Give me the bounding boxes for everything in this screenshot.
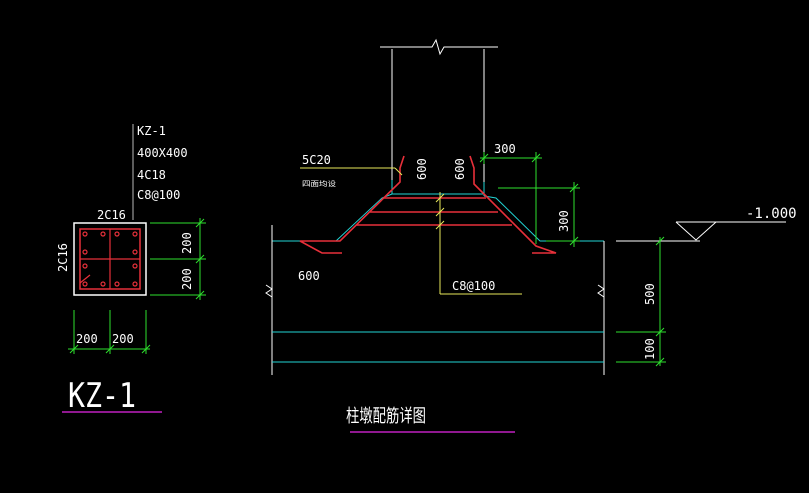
height-label: 300 <box>557 210 571 232</box>
bar-small-note: 四面均设 <box>302 179 336 188</box>
section-dim-v2: 200 <box>180 268 194 290</box>
column-break-line <box>380 38 498 56</box>
anchor-left-label: 600 <box>415 158 429 180</box>
pier-detail: 5C20 四面均设 600 600 600 C8@100 300 <box>265 38 797 433</box>
right-anchor-bar <box>469 155 557 254</box>
depth-base-label: 100 <box>643 338 657 360</box>
depth-main-label: 500 <box>643 283 657 305</box>
rebar-dot <box>82 281 88 287</box>
elevation-triangle <box>675 221 718 241</box>
side-bars-label: 2C16 <box>56 243 70 272</box>
section-dim-h1: 200 <box>76 332 98 346</box>
section-size: 400X400 <box>137 146 188 160</box>
base-right-break <box>597 284 605 298</box>
width-label: 300 <box>494 142 516 156</box>
hook-bottom-label: 600 <box>298 269 320 283</box>
section-vertical-dimension <box>150 218 206 300</box>
bar-label: 5C20 <box>302 153 331 167</box>
elevation-label: -1.000 <box>746 206 797 222</box>
rebar-dot <box>82 231 88 237</box>
column-outline <box>73 222 147 296</box>
section-dim-h2: 200 <box>112 332 134 346</box>
base-left-break <box>265 284 273 298</box>
height-dimension <box>498 182 580 247</box>
pier-left-slope <box>272 193 393 242</box>
rebar-dot <box>82 249 88 255</box>
column-section: KZ-1 400X400 4C18 C8@100 2C16 2C16 <box>56 124 206 416</box>
top-bars-label: 2C16 <box>97 208 126 222</box>
rebar-dot <box>132 281 138 287</box>
rebar-dot <box>114 281 120 287</box>
rebar-dot <box>132 249 138 255</box>
depth-dimension <box>616 236 666 367</box>
pier-rebar <box>299 155 557 254</box>
rebar-dot <box>132 263 138 269</box>
column-bars <box>82 231 138 287</box>
section-title: KZ-1 <box>68 376 136 416</box>
section-main-bars: 4C18 <box>137 168 166 182</box>
bar-label-leader-tick <box>394 167 403 176</box>
section-horizontal-dimension <box>68 310 151 354</box>
section-dim-v1: 200 <box>180 232 194 254</box>
stirrup-label: C8@100 <box>452 279 495 293</box>
width-dimension <box>479 152 542 244</box>
column-stirrup-hook <box>79 274 91 284</box>
rebar-dot <box>132 231 138 237</box>
section-mark: KZ-1 <box>137 124 166 138</box>
stirrup-leader-ticks <box>435 193 445 230</box>
left-anchor-bar <box>299 155 405 254</box>
rebar-dot <box>114 231 120 237</box>
detail-title: 柱墩配筋详图 <box>346 406 426 427</box>
rebar-dot <box>100 281 106 287</box>
anchor-right-label: 600 <box>453 158 467 180</box>
section-stirrups: C8@100 <box>137 188 180 202</box>
rebar-dot <box>100 231 106 237</box>
rebar-dot <box>82 263 88 269</box>
pier-right-slope <box>483 195 604 242</box>
